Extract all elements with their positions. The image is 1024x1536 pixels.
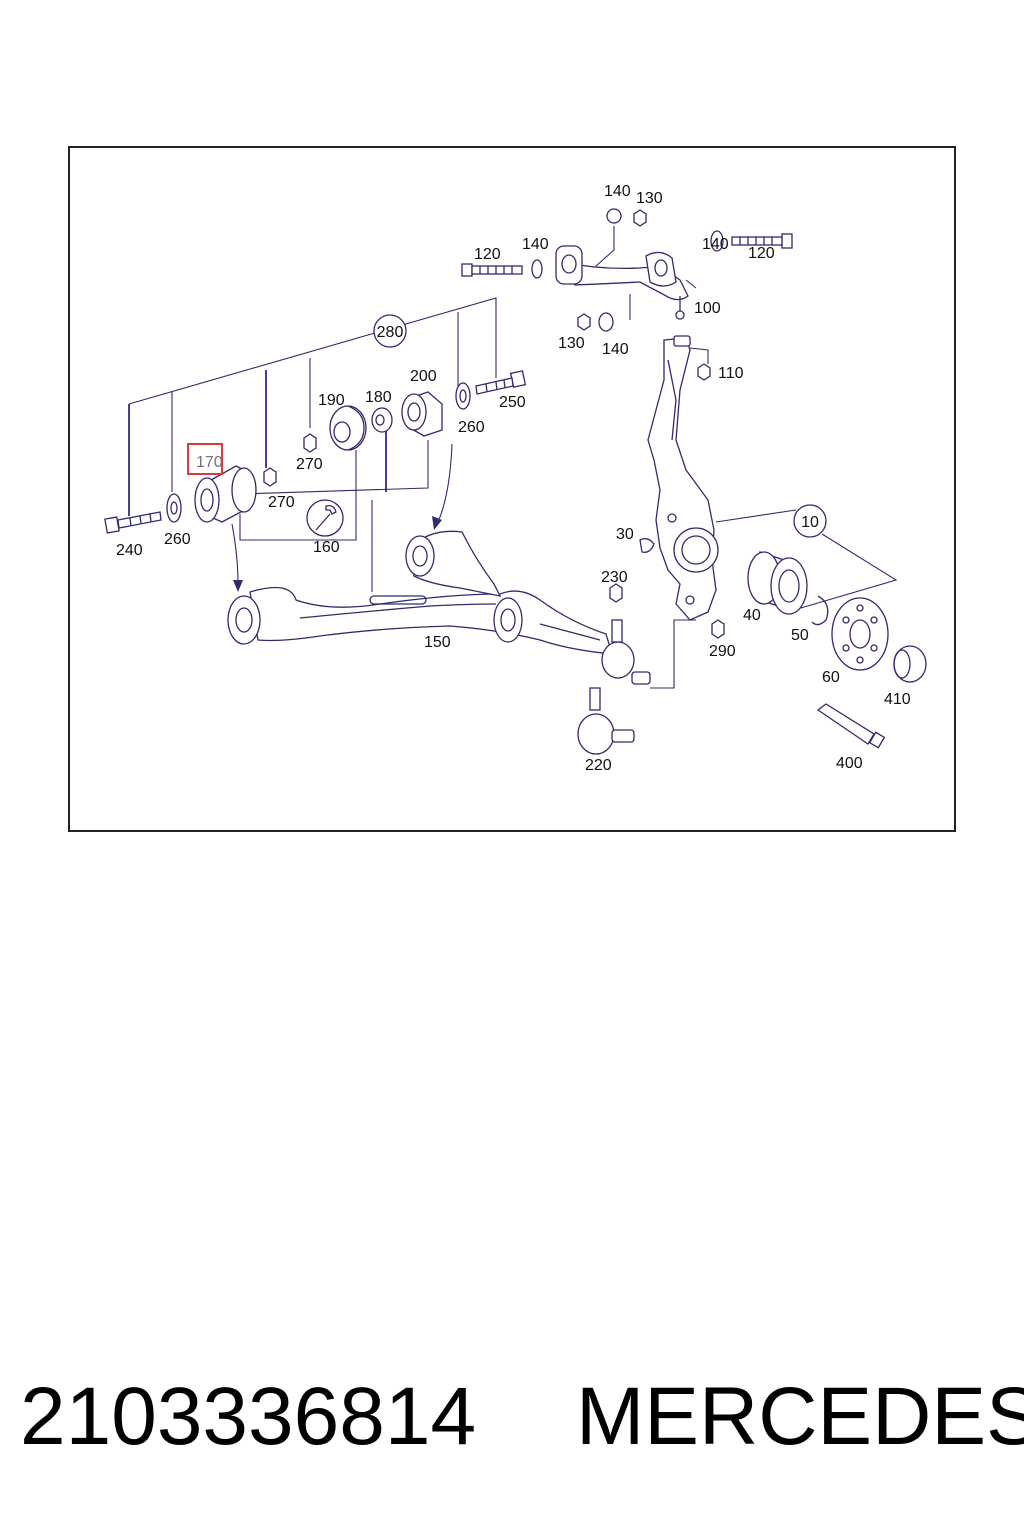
nut-270-upper bbox=[303, 433, 317, 453]
nut-130-b bbox=[577, 313, 591, 331]
upper-control-arm bbox=[555, 245, 689, 320]
label-280: 280 bbox=[377, 324, 404, 341]
upper-arm-leaders bbox=[595, 226, 697, 320]
label-400: 400 bbox=[836, 755, 863, 772]
nut-270-lower bbox=[263, 467, 277, 487]
leader-110 bbox=[689, 347, 709, 364]
grease-tube-400 bbox=[816, 703, 886, 749]
label-170: 170 bbox=[196, 454, 223, 471]
nut-230 bbox=[609, 583, 623, 603]
bolt-250 bbox=[475, 370, 527, 395]
leader-10-left bbox=[715, 509, 797, 523]
washer-140-b bbox=[606, 208, 622, 224]
install-arrows bbox=[231, 443, 453, 592]
nut-130-a bbox=[633, 209, 647, 227]
part-number: 2103336814 bbox=[20, 1371, 477, 1462]
wheel-bearing-40 bbox=[747, 551, 808, 615]
label-270-lower: 270 bbox=[268, 494, 295, 511]
nut-110 bbox=[697, 363, 711, 381]
bolt-120-left bbox=[461, 263, 523, 277]
wrench-symbol-160 bbox=[306, 499, 344, 537]
label-270-upper: 270 bbox=[296, 456, 323, 473]
label-40: 40 bbox=[743, 607, 761, 624]
label-120-left: 120 bbox=[474, 246, 501, 263]
snap-ring-50 bbox=[811, 595, 829, 626]
label-120-right: 120 bbox=[748, 245, 775, 262]
label-60: 60 bbox=[822, 669, 840, 686]
label-30: 30 bbox=[616, 526, 634, 543]
washer-260-left bbox=[166, 493, 182, 523]
label-200: 200 bbox=[410, 368, 437, 385]
bushing-170 bbox=[194, 465, 257, 523]
label-50: 50 bbox=[791, 627, 809, 644]
label-250: 250 bbox=[499, 394, 526, 411]
label-100: 100 bbox=[694, 300, 721, 317]
ball-joint-on-arm bbox=[601, 619, 651, 685]
label-260-right: 260 bbox=[458, 419, 485, 436]
label-180: 180 bbox=[365, 389, 392, 406]
label-260-left: 260 bbox=[164, 531, 191, 548]
ball-joint-220 bbox=[577, 687, 635, 755]
exploded-parts-diagram: 10 30 40 50 60 100 110 120 120 130 130 1… bbox=[104, 183, 927, 774]
nut-290 bbox=[711, 619, 725, 639]
label-140-right: 140 bbox=[702, 236, 729, 253]
caption: 2103336814 MERCEDES bbox=[20, 1370, 1024, 1470]
label-160: 160 bbox=[313, 539, 340, 556]
label-130-bottom: 130 bbox=[558, 335, 585, 352]
lower-control-arm-150 bbox=[227, 530, 613, 655]
bolt-240 bbox=[104, 511, 162, 534]
washer-260-right bbox=[455, 382, 471, 410]
label-140-top: 140 bbox=[604, 183, 631, 200]
label-150: 150 bbox=[424, 634, 451, 651]
label-410: 410 bbox=[884, 691, 911, 708]
bushing-200 bbox=[401, 391, 443, 437]
label-290: 290 bbox=[709, 643, 736, 660]
label-220: 220 bbox=[585, 757, 612, 774]
circle-10 bbox=[793, 504, 827, 538]
bushing-190 bbox=[329, 405, 367, 451]
grease-cap-410 bbox=[893, 645, 927, 683]
label-130-top: 130 bbox=[636, 190, 663, 207]
label-190: 190 bbox=[318, 392, 345, 409]
label-240: 240 bbox=[116, 542, 143, 559]
label-110: 110 bbox=[718, 365, 744, 382]
kit-280-bracket bbox=[128, 297, 497, 592]
label-10: 10 bbox=[801, 514, 819, 531]
sleeve-180 bbox=[371, 407, 393, 433]
washer-140-a bbox=[531, 259, 543, 279]
circle-280 bbox=[373, 314, 407, 348]
brand-name: MERCEDES bbox=[576, 1371, 1024, 1462]
washer-140-c bbox=[710, 230, 724, 252]
wheel-hub-60 bbox=[831, 597, 889, 671]
washer-140-d bbox=[598, 312, 614, 332]
highlight-box-170 bbox=[187, 443, 223, 475]
steering-knuckle bbox=[647, 335, 719, 621]
bolt-30 bbox=[639, 538, 655, 553]
leader-10-right bbox=[793, 533, 898, 611]
leader-arm-to-knuckle bbox=[650, 619, 696, 689]
label-230: 230 bbox=[601, 569, 628, 586]
label-140-bottom: 140 bbox=[602, 341, 629, 358]
label-140-left: 140 bbox=[522, 236, 549, 253]
bolt-120-right bbox=[731, 233, 793, 249]
